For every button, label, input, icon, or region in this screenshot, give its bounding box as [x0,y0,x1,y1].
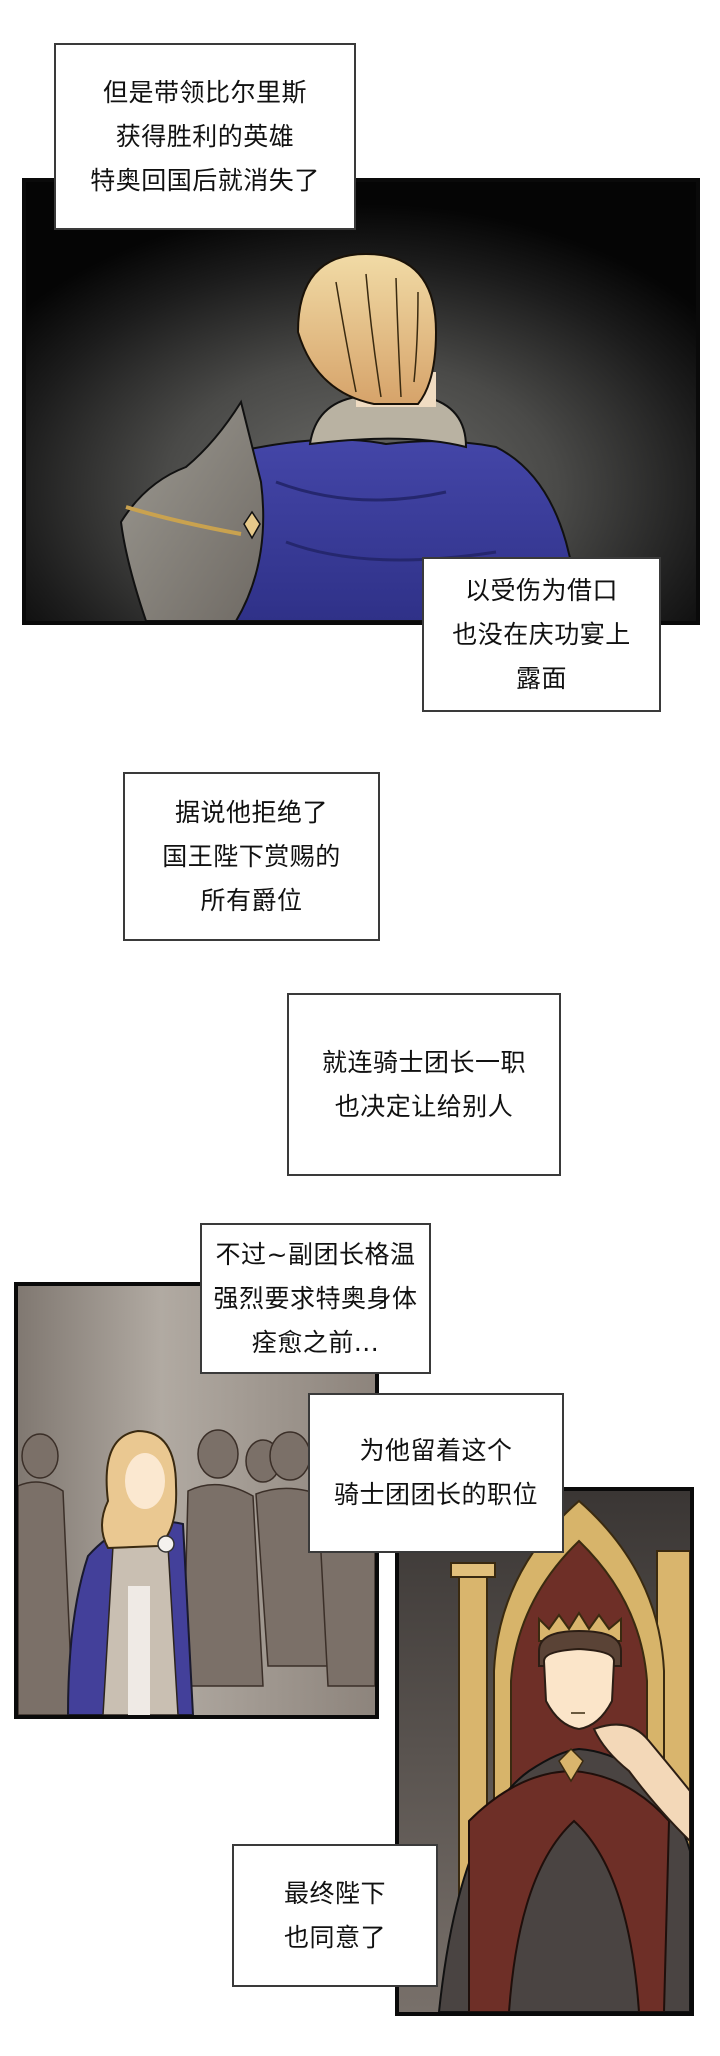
caption-line: 以受伤为借口 [464,575,618,605]
caption-line: 就连骑士团长一职 [321,1047,526,1077]
caption-box-5: 不过~副团长格温 强烈要求特奥身体 痊愈之前... [200,1223,431,1374]
caption-box-1: 但是带领比尔里斯 获得胜利的英雄 特奥回国后就消失了 [54,43,356,230]
cape-brooch [558,1747,584,1783]
face [125,1453,165,1509]
caption-line: 特奥回国后就消失了 [90,165,320,195]
shoulder-armor [119,399,265,621]
knight-back-illustration [26,182,696,621]
caption-line: 所有爵位 [200,885,303,915]
caption-line: 据说他拒绝了 [174,797,328,827]
caption-box-2: 以受伤为借口 也没在庆功宴上 露面 [422,557,661,712]
king-illustration [399,1491,690,2012]
caption-line: 也决定让给别人 [334,1091,514,1121]
caption-line: 骑士团团长的职位 [333,1480,538,1509]
caption-box-4: 就连骑士团长一职 也决定让给别人 [287,993,561,1176]
red-cape [468,1769,671,2012]
caption-box-7: 最终陛下 也同意了 [232,1844,438,1987]
caption-line: 为他留着这个 [359,1436,513,1465]
caption-line: 国王陛下赏赐的 [162,841,341,871]
caption-line: 痊愈之前... [251,1327,380,1357]
caption-line: 也同意了 [283,1922,386,1952]
caption-box-6: 为他留着这个 骑士团团长的职位 [308,1393,564,1553]
caption-line: 强烈要求特奥身体 [213,1283,418,1313]
blond-hair [296,252,438,405]
caption-box-3: 据说他拒绝了 国王陛下赏赐的 所有爵位 [123,772,380,941]
caption-line: 最终陛下 [283,1878,386,1908]
caption-line: 露面 [515,663,567,693]
hand [592,1723,690,1843]
panel-knight-back [22,178,700,625]
caption-line: 不过~副团长格温 [215,1239,416,1269]
caption-line: 也没在庆功宴上 [452,619,631,649]
panel-king-throne [395,1487,694,2016]
caption-line: 获得胜利的英雄 [115,121,295,151]
caption-line: 但是带领比尔里斯 [102,77,307,107]
face [542,1647,616,1731]
